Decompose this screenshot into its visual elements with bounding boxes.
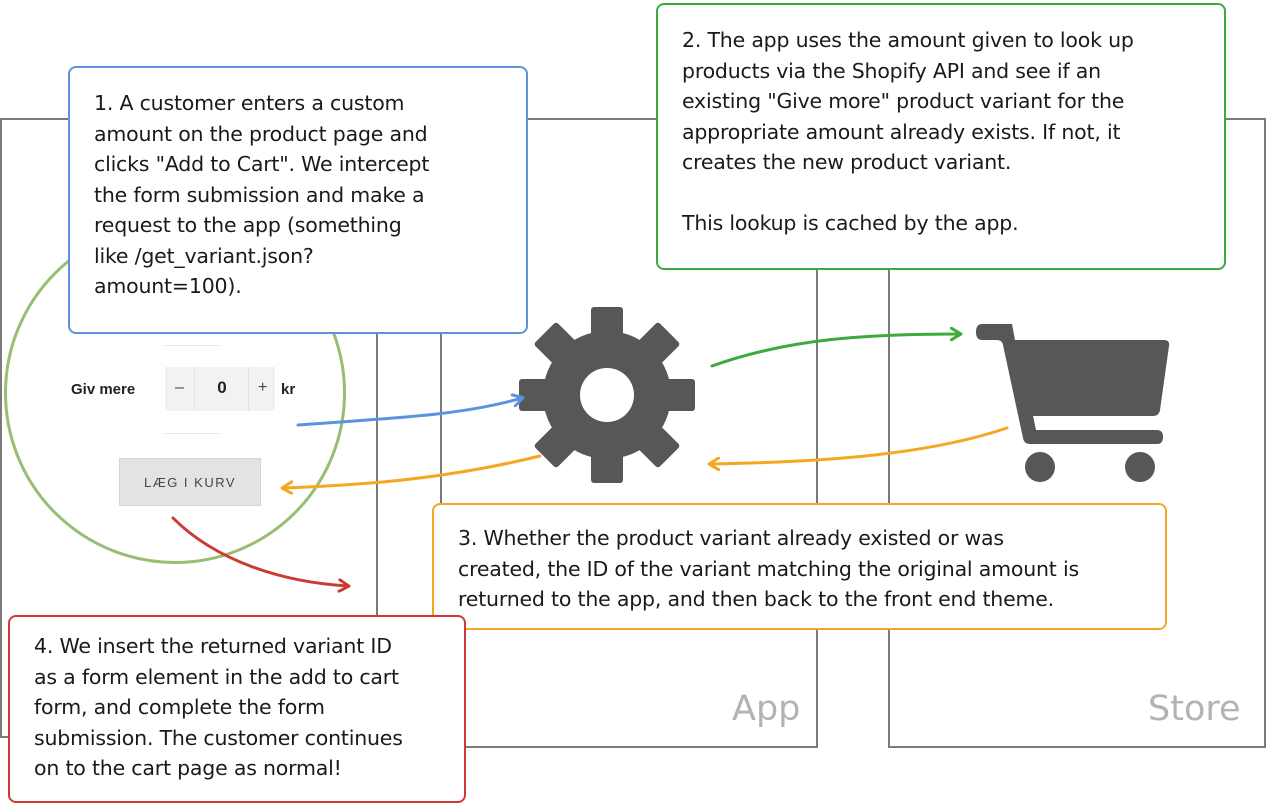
step-1-callout: 1. A customer enters a custom amount on … xyxy=(68,66,528,334)
amount-input[interactable]: 0 xyxy=(217,378,227,397)
store-panel-label: Store xyxy=(1148,689,1241,729)
shopping-cart-icon xyxy=(976,324,1170,482)
lookup-arrow xyxy=(710,334,960,368)
request-arrow xyxy=(296,398,522,427)
stepper-top-rule xyxy=(165,345,219,346)
give-more-label: Giv mere xyxy=(71,381,136,398)
app-panel-label: App xyxy=(732,689,801,729)
increment-button[interactable]: + xyxy=(258,379,268,396)
stepper-divider xyxy=(194,367,195,411)
amount-stepper[interactable]: – 0 + xyxy=(165,367,275,411)
add-to-cart-button[interactable]: LÆG I KURV xyxy=(119,458,261,506)
decrement-button[interactable]: – xyxy=(175,379,184,396)
store-response-arrow xyxy=(710,426,1009,464)
step-4-callout: 4. We insert the returned variant ID as … xyxy=(8,615,466,803)
currency-label: kr xyxy=(281,381,296,398)
submit-arrow xyxy=(171,516,348,586)
gear-icon xyxy=(519,307,695,483)
step-2-callout: 2. The app uses the amount given to look… xyxy=(656,3,1226,270)
stepper-bottom-rule xyxy=(165,433,219,434)
stepper-divider xyxy=(248,367,249,411)
step-3-callout: 3. Whether the product variant already e… xyxy=(432,503,1167,630)
app-response-arrow xyxy=(283,454,542,488)
